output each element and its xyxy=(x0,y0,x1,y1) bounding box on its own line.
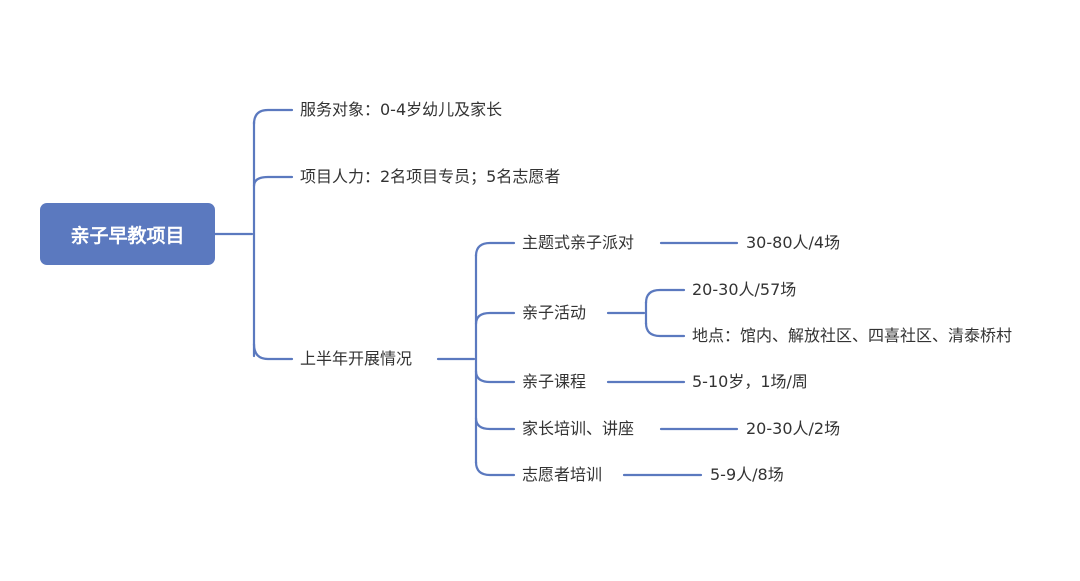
node-parent-child-activity[interactable]: 亲子活动 xyxy=(522,303,587,322)
node-volunteer-training[interactable]: 志愿者培训 xyxy=(522,465,603,484)
node-volunteer-training-detail[interactable]: 5-9人/8场 xyxy=(710,465,784,484)
node-activity-location[interactable]: 地点：馆内、解放社区、四喜社区、清泰桥村 xyxy=(692,326,1013,345)
connector-activity-location xyxy=(644,321,686,338)
connector-activity-count xyxy=(644,288,686,305)
node-staffing[interactable]: 项目人力：2名项目专员；5名志愿者 xyxy=(300,167,561,186)
node-theme-party[interactable]: 主题式亲子派对 xyxy=(522,233,635,252)
node-service-target[interactable]: 服务对象：0-4岁幼儿及家长 xyxy=(300,100,503,119)
node-course-detail[interactable]: 5-10岁，1场/周 xyxy=(692,372,808,391)
node-parent-child-course[interactable]: 亲子课程 xyxy=(522,372,587,391)
connector-theme-party xyxy=(474,241,516,258)
connector-parent-child-course xyxy=(474,369,516,384)
node-parent-training-detail[interactable]: 20-30人/2场 xyxy=(746,419,841,438)
root-node-label: 亲子早教项目 xyxy=(70,224,185,247)
connector-h1-progress xyxy=(252,342,294,361)
connector-volunteer-training xyxy=(474,460,516,477)
node-h1-progress[interactable]: 上半年开展情况 xyxy=(300,349,413,368)
connector-parent-child-activity xyxy=(474,311,516,326)
root-node[interactable]: 亲子早教项目 xyxy=(40,203,215,265)
connector-service-target xyxy=(252,108,294,126)
node-theme-party-detail[interactable]: 30-80人/4场 xyxy=(746,233,841,252)
connector-parent-training xyxy=(474,416,516,431)
connector-staffing xyxy=(252,175,294,188)
node-parent-training[interactable]: 家长培训、讲座 xyxy=(522,419,635,438)
node-activity-count[interactable]: 20-30人/57场 xyxy=(692,280,797,299)
